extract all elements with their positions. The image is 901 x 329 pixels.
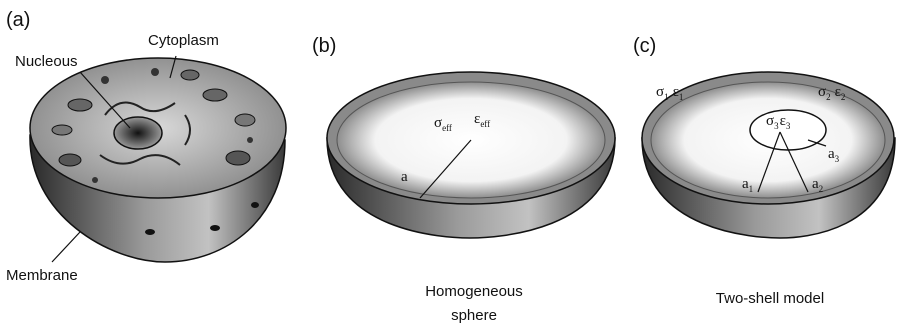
- panel-b-label: (b): [312, 35, 336, 57]
- panel-a: (a): [6, 9, 286, 284]
- panel-b-caption-line2: sphere: [451, 307, 497, 324]
- cell-illustration: [30, 58, 286, 262]
- panel-b: (b) a σeff εeff Homogeneous sphere: [312, 35, 615, 324]
- cytoplasm-label: Cytoplasm: [148, 32, 219, 49]
- panel-c-label: (c): [633, 35, 656, 57]
- panel-a-label: (a): [6, 9, 30, 31]
- membrane-label: Membrane: [6, 267, 78, 284]
- radius-symbol: a: [401, 169, 408, 185]
- panel-b-caption-line1: Homogeneous: [425, 283, 523, 300]
- panel-c-caption: Two-shell model: [716, 290, 824, 307]
- nucleous-label: Nucleous: [15, 53, 78, 70]
